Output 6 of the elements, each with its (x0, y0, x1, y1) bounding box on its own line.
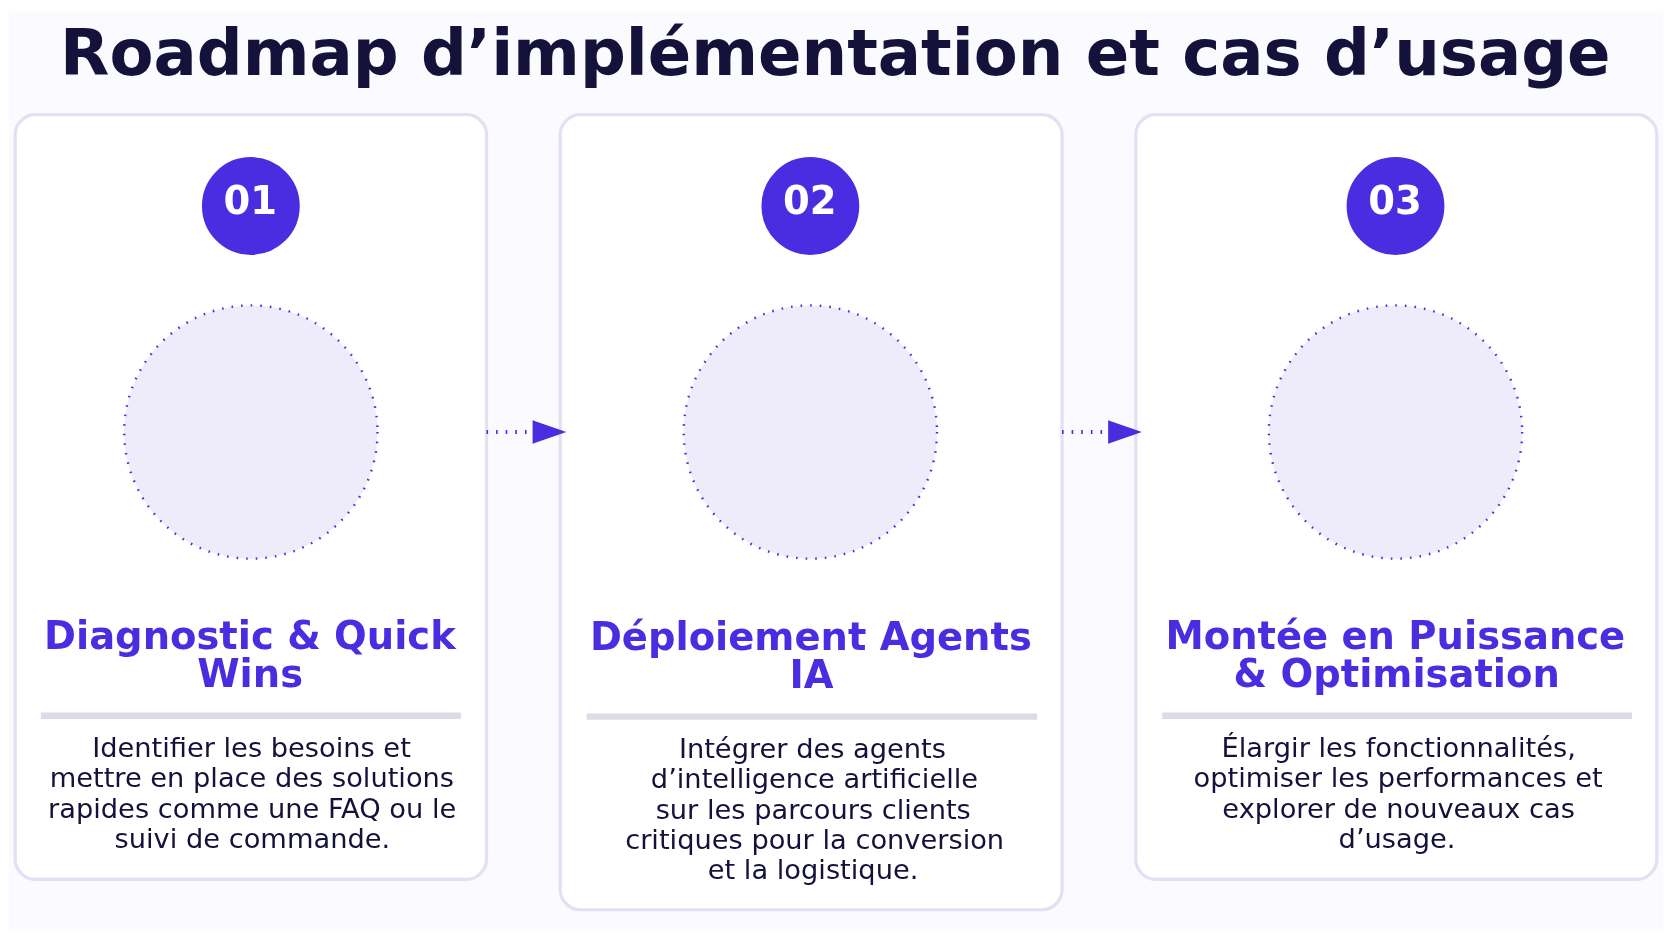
arrow (486, 420, 567, 444)
arrow (1062, 420, 1142, 444)
node-circle (682, 304, 939, 560)
diagram-title: Roadmap d’implémentation et cas d’usage (60, 14, 1611, 90)
node-circle (123, 304, 379, 560)
node-circle (1267, 304, 1524, 560)
